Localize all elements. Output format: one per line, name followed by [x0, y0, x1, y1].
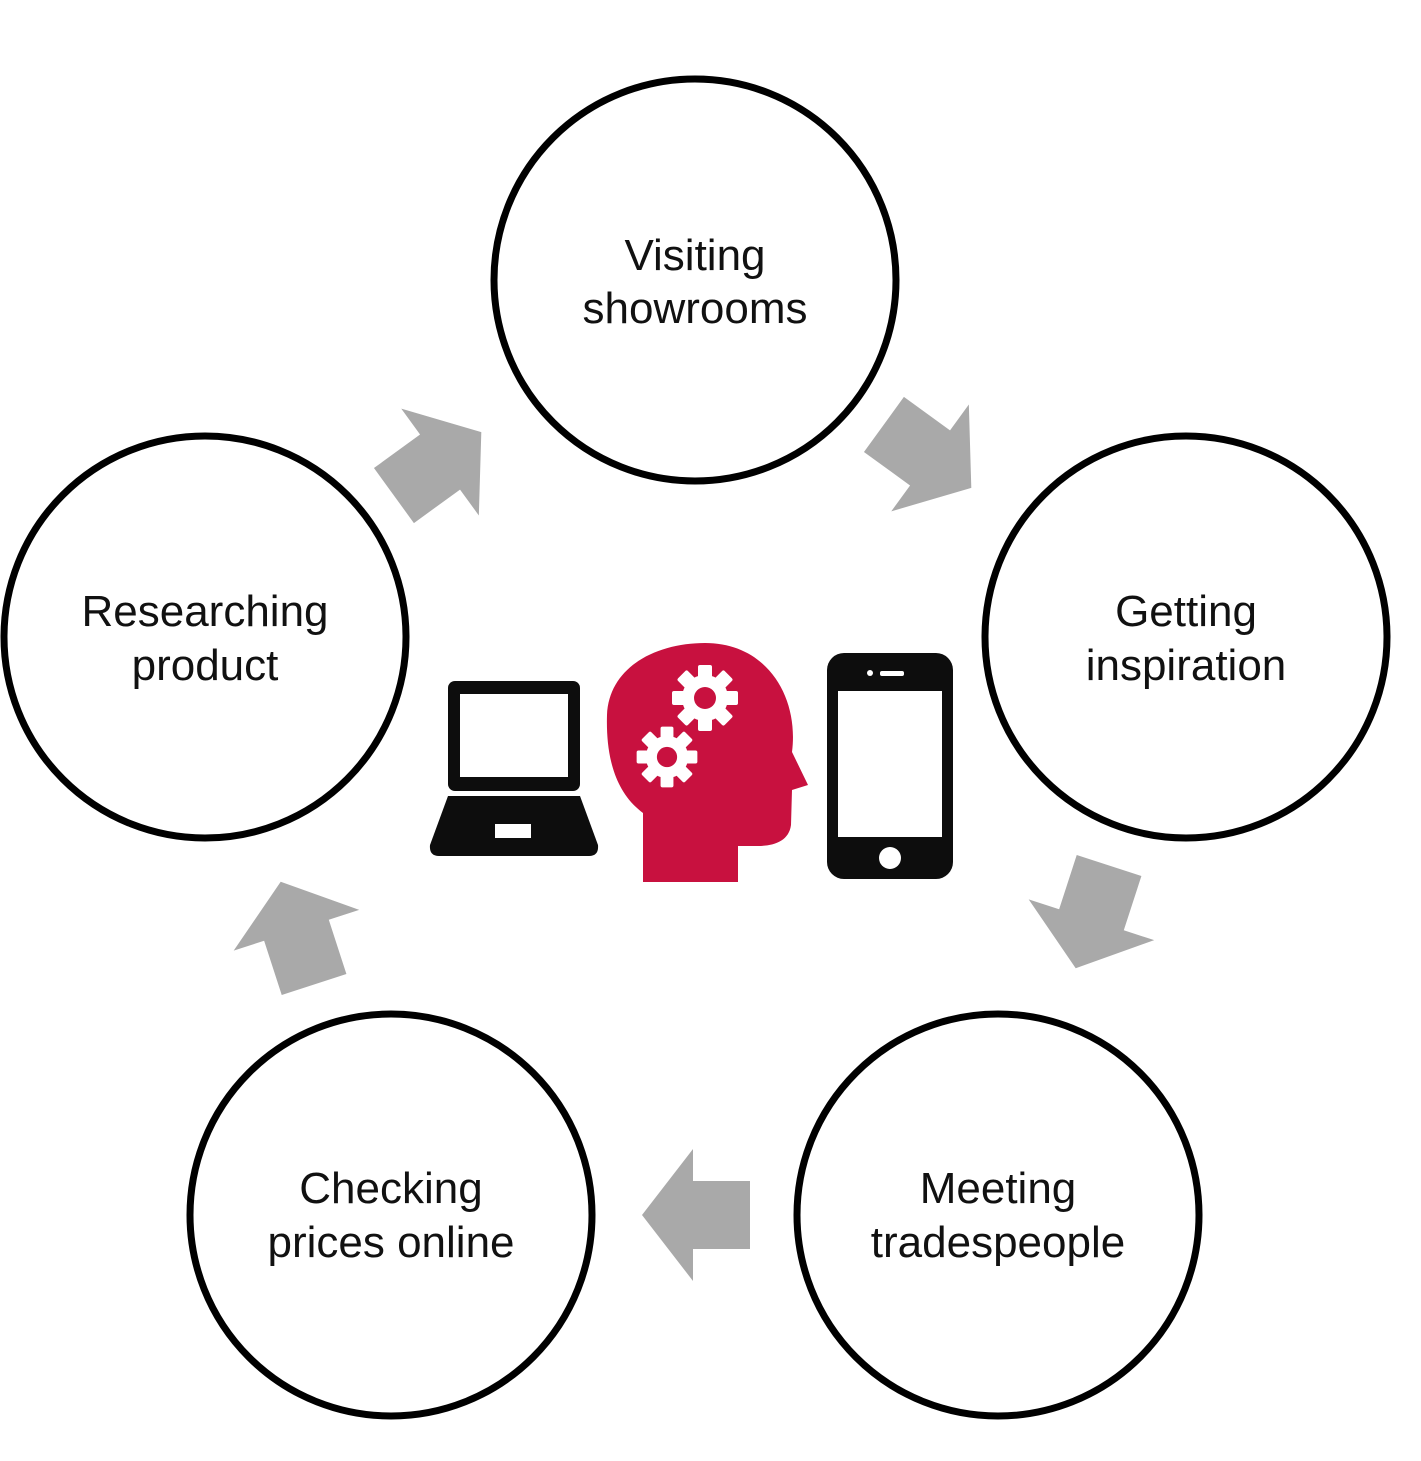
- node-circle: [981, 432, 1391, 842]
- node-label-line2: prices online: [267, 1218, 514, 1267]
- node-meeting-tradespeople: Meeting tradespeople: [793, 1010, 1203, 1420]
- flow-arrow-prices-to-research: [217, 861, 377, 1005]
- node-label-line2: showrooms: [583, 284, 808, 333]
- node-label-line1: Getting: [1115, 587, 1257, 636]
- smartphone-icon: [827, 653, 953, 879]
- node-visiting-showrooms: Visiting showrooms: [490, 75, 900, 485]
- node-checking-prices: Checking prices online: [186, 1010, 596, 1420]
- flow-arrow-inspiration-to-tradespeople: [1012, 845, 1172, 989]
- head-gears-icon: [606, 643, 808, 882]
- node-label-line1: Researching: [81, 587, 328, 636]
- node-label-line2: product: [132, 641, 279, 690]
- node-label-line2: tradespeople: [871, 1218, 1125, 1267]
- node-researching-product: Researching product: [0, 432, 410, 842]
- node-label-line1: Meeting: [920, 1164, 1077, 1213]
- node-label-line1: Checking: [299, 1164, 482, 1213]
- node-label-line2: inspiration: [1086, 641, 1287, 690]
- node-circle: [186, 1010, 596, 1420]
- node-circle: [793, 1010, 1203, 1420]
- flow-arrow-tradespeople-to-prices: [642, 1149, 750, 1281]
- flow-arrow-showrooms-to-inspiration: [845, 371, 1011, 542]
- node-circle: [0, 432, 410, 842]
- flow-arrow-research-to-showrooms: [355, 378, 521, 549]
- gear-icon: [636, 726, 698, 788]
- node-getting-inspiration: Getting inspiration: [981, 432, 1391, 842]
- node-circle: [490, 75, 900, 485]
- gear-icon: [672, 665, 738, 731]
- node-label-line1: Visiting: [624, 231, 765, 280]
- laptop-icon: [429, 681, 599, 856]
